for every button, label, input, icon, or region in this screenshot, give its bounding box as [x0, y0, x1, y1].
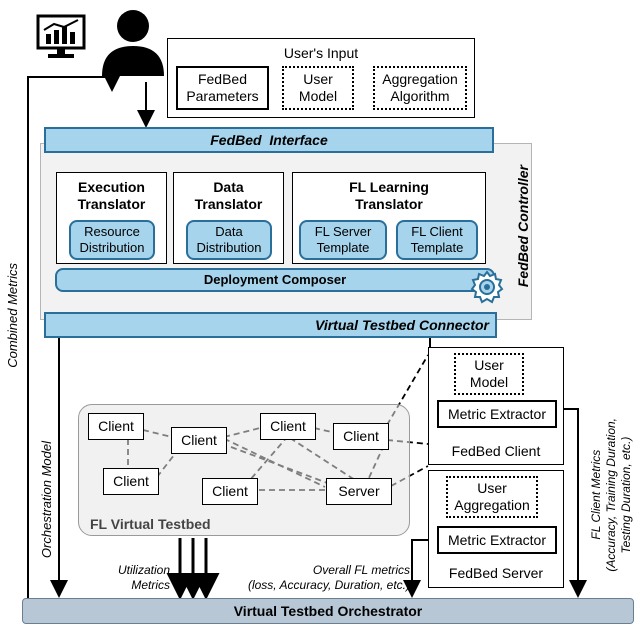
client-node: Client [171, 427, 227, 454]
monitor-chart-icon [36, 14, 86, 60]
fedbed-controller-label: FedBed Controller [514, 164, 531, 288]
deployment-composer-bar: Deployment Composer [55, 268, 495, 292]
fl-virtual-testbed-label: FL Virtual Testbed [90, 516, 211, 532]
fedbed-interface-bar: FedBed Interface [44, 127, 494, 153]
virtual-testbed-orchestrator-bar: Virtual Testbed Orchestrator [22, 598, 634, 624]
fl-client-metrics-label: FL Client Metrics (Accuracy, Training Du… [588, 418, 633, 572]
client-metric-extractor-box: Metric Extractor [437, 400, 557, 428]
fedbed-server-label: FedBed Server [448, 564, 544, 581]
server-metric-extractor-box: Metric Extractor [437, 526, 557, 554]
server-node: Server [326, 478, 392, 505]
fl-server-template-box: FL Server Template [299, 220, 387, 260]
server-user-aggregation-box: User Aggregation [446, 476, 538, 518]
virtual-testbed-connector-bar: Virtual Testbed Connector [44, 312, 497, 338]
execution-translator-title: Execution Translator [77, 179, 146, 212]
client-node: Client [88, 413, 144, 440]
user-model-input-box: User Model [282, 66, 354, 110]
fedbed-parameters-box: FedBed Parameters [176, 66, 269, 110]
combined-metrics-label: Combined Metrics [5, 262, 20, 368]
fl-learning-translator-title: FL Learning Translator [349, 179, 429, 212]
fl-client-template-box: FL Client Template [396, 220, 478, 260]
aggregation-algorithm-box: Aggregation Algorithm [373, 66, 467, 110]
gear-icon [470, 270, 504, 304]
users-input-title: User's Input [283, 44, 359, 61]
connector-label: Virtual Testbed Connector [315, 316, 489, 333]
client-node: Client [202, 478, 258, 505]
data-distribution-box: Data Distribution [186, 220, 272, 260]
client-node: Client [333, 423, 389, 450]
client-node: Client [103, 468, 159, 495]
user-icon [100, 8, 166, 78]
data-translator-title: Data Translator [194, 179, 263, 212]
overall-fl-metrics-label: Overall FL metrics (loss, Accuracy, Dura… [247, 563, 410, 592]
resource-distribution-box: Resource Distribution [69, 220, 155, 260]
client-user-model-box: User Model [454, 353, 524, 395]
client-node: Client [260, 413, 316, 440]
fedbed-client-label: FedBed Client [451, 442, 541, 459]
utilization-metrics-label: Utilization Metrics [117, 563, 170, 592]
orchestration-model-label: Orchestration Model [39, 441, 54, 559]
